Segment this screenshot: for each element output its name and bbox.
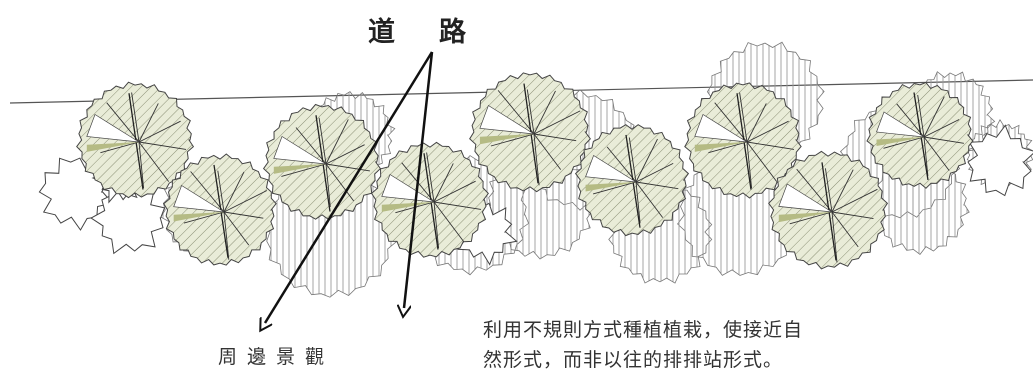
tree-canopy-group — [76, 72, 974, 270]
shrub-icon — [967, 124, 1033, 197]
tree-canopy-icon — [76, 81, 195, 199]
tree-canopy-icon — [370, 141, 489, 258]
description-line-2: 然形式，而非以往的排排站形式。 — [483, 349, 784, 371]
tree-canopy-icon — [684, 82, 802, 199]
description-line-1: 利用不規則方式種植植栽，使接近自 — [483, 319, 804, 341]
surroundings-label: 周邊景觀 — [218, 346, 335, 368]
road-label: 道路 — [368, 17, 510, 48]
tree-canopy-icon — [469, 72, 591, 193]
arrow-icon — [265, 51, 434, 323]
tree-canopy-icon — [768, 150, 889, 270]
arrows — [265, 51, 434, 323]
tree-canopy-icon — [574, 124, 690, 237]
tree-canopy-icon — [262, 103, 382, 220]
tree-canopy-icon — [163, 153, 277, 266]
tree-canopy-icon — [866, 81, 974, 189]
arrow-icon — [404, 51, 434, 308]
